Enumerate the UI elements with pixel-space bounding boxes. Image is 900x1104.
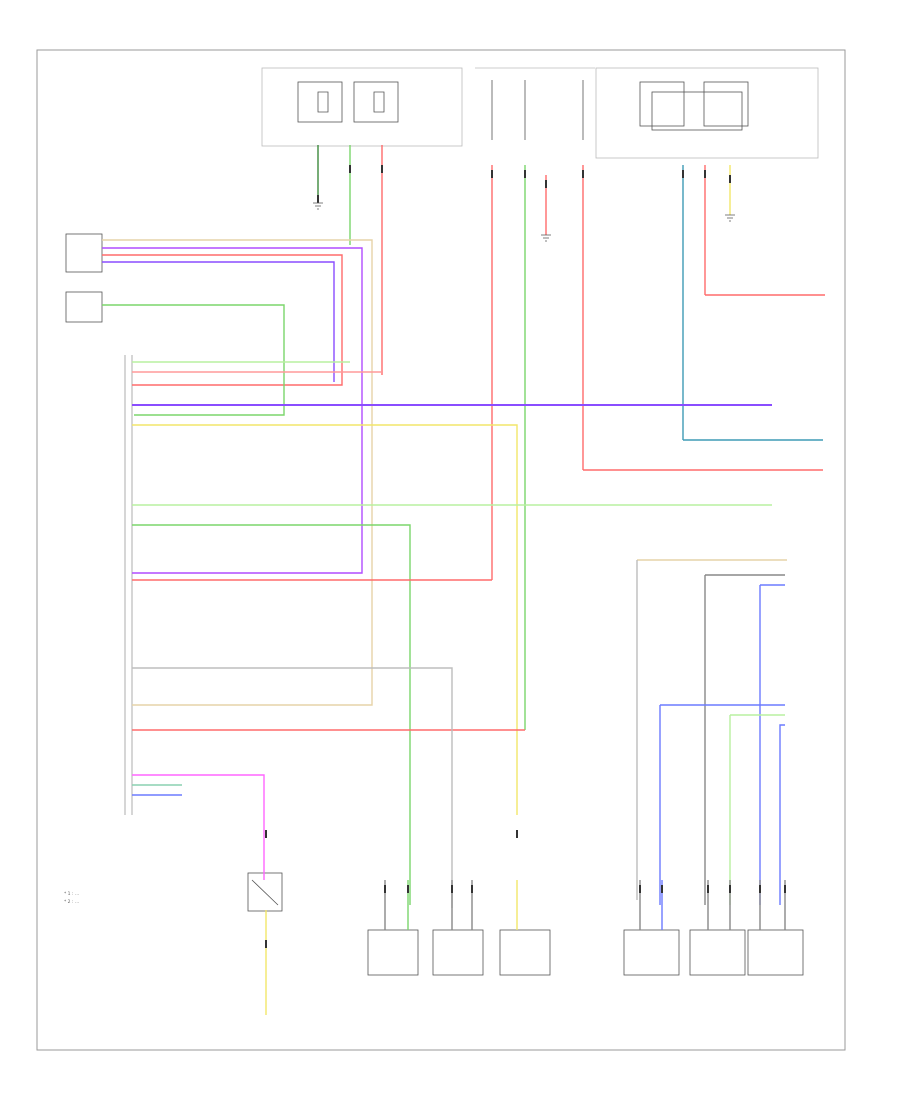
top-fuse-group	[475, 67, 595, 140]
top-relay-group-right	[595, 67, 819, 159]
ground-symbols	[313, 202, 735, 242]
top-relay-group-left	[261, 67, 463, 147]
left-side-module-blocks	[65, 233, 103, 323]
legend-item-1: * 1 : ...	[64, 891, 79, 897]
diagram-frame	[36, 49, 846, 1051]
bottom-components	[247, 872, 804, 976]
legend-item-2: * 2 : ...	[64, 899, 79, 905]
control-module-connector-strip	[124, 355, 133, 815]
connector-ticks	[265, 165, 786, 948]
wires	[102, 145, 825, 1015]
